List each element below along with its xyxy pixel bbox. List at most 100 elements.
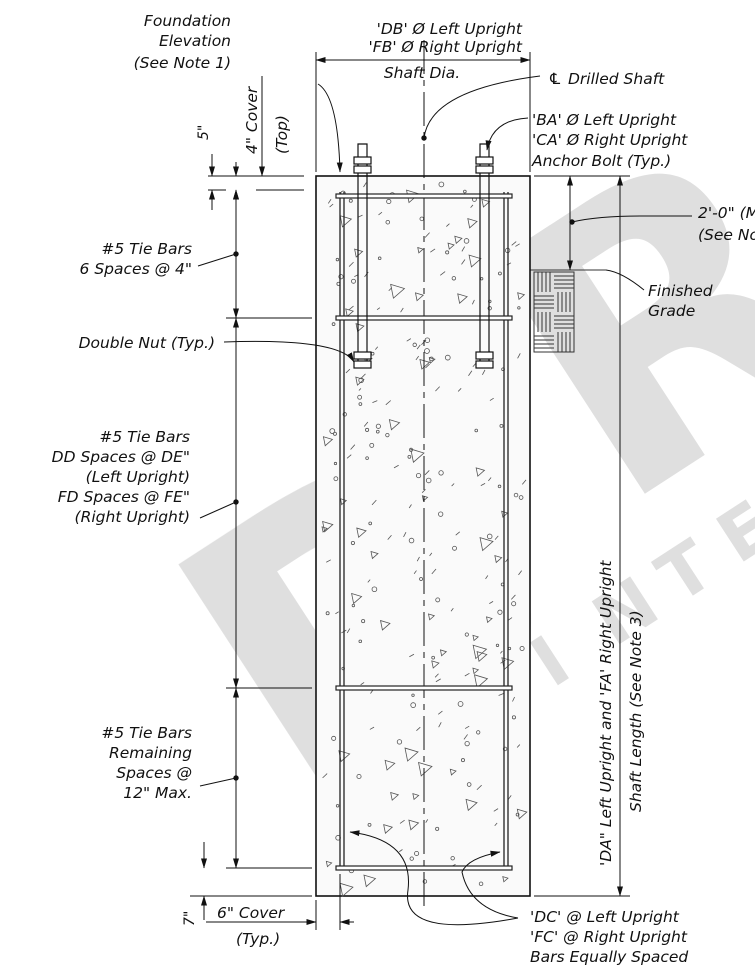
aggregate-speck <box>350 540 355 546</box>
aggregate-speck <box>400 307 404 313</box>
leader-lines <box>197 75 692 926</box>
aggregate-speck <box>472 644 488 660</box>
aggregate-speck <box>515 812 520 817</box>
shaft-length-line: 'DA" Left Upright and 'FA' Right Upright <box>597 560 615 866</box>
aggregate-speck <box>431 568 437 575</box>
aggregate-speck <box>451 483 455 487</box>
aggregate-speck <box>460 758 465 763</box>
aggregate-speck <box>475 467 486 477</box>
aggregate-speck <box>472 667 480 675</box>
aggregate-speck <box>332 431 337 436</box>
aggregate-speck <box>369 726 375 730</box>
annotations: Foundation Elevation (See Note 1) 'DB' Ø… <box>52 12 755 966</box>
vertical-rebar <box>339 192 509 870</box>
aggregate-speck <box>355 323 365 333</box>
aggregate-speck <box>383 824 394 834</box>
seven-inch-dim: 7" <box>182 911 198 926</box>
anchor-bolt-line: 'BA' Ø Left Upright <box>532 111 677 129</box>
aggregate-speck <box>517 353 521 359</box>
aggregate-speck <box>386 198 392 205</box>
aggregate-speck <box>350 444 356 450</box>
aggregate-speck <box>325 860 333 868</box>
aggregate-speck <box>476 730 481 735</box>
tie-bar <box>335 193 513 199</box>
aggregate-speck <box>455 531 461 536</box>
aggregate-speck <box>377 256 382 261</box>
aggregate-speck <box>487 306 492 311</box>
shaft-length-line: Shaft Length (See Note 3) <box>627 610 645 812</box>
aggregate-speck <box>351 278 356 284</box>
aggregate-speck <box>372 400 378 403</box>
aggregate-speck <box>385 400 392 406</box>
aggregate-speck <box>473 674 489 689</box>
aggregate-speck <box>435 678 441 683</box>
aggregate-speck <box>463 734 468 740</box>
drilled-shaft-label: Drilled Shaft <box>568 70 665 88</box>
aggregate-speck <box>327 198 332 204</box>
aggregate-speck <box>489 601 494 604</box>
aggregate-speck <box>365 456 369 460</box>
aggregate-speck <box>439 649 448 657</box>
aggregate-speck <box>363 421 369 427</box>
aggregate-speck <box>369 442 375 448</box>
aggregate-speck <box>427 613 436 621</box>
aggregate-speck <box>517 292 526 301</box>
cover-side-line: (Typ.) <box>236 930 280 948</box>
aggregate-speck <box>488 477 492 482</box>
aggregate-speck <box>408 537 415 544</box>
aggregate-speck <box>414 850 420 856</box>
aggregate-speck <box>457 701 464 707</box>
aggregate-speck <box>368 521 373 526</box>
anchor-bolt-line: 'CA' Ø Right Upright <box>532 131 688 149</box>
aggregate-speck <box>335 804 340 808</box>
aggregate-speck <box>348 305 354 311</box>
aggregate-speck <box>421 495 429 502</box>
aggregate-speck <box>410 702 416 708</box>
aggregate-speck <box>396 739 403 745</box>
anchor-bolt-line: Anchor Bolt (Typ.) <box>531 152 671 170</box>
aggregate-speck <box>511 594 516 600</box>
aggregate-speck <box>457 293 468 304</box>
tie-mid-line: #5 Tie Bars <box>99 428 190 446</box>
aggregate-speck <box>481 198 491 208</box>
aggregate-speck <box>413 570 417 575</box>
aggregate-speck <box>412 793 420 801</box>
aggregate-speck <box>406 338 412 342</box>
double-nut-label: Double Nut (Typ.) <box>79 334 215 352</box>
aggregate-speck <box>325 611 330 616</box>
aggregate-speck <box>435 826 440 831</box>
aggregate-speck <box>326 559 331 563</box>
aggregate-speck <box>415 472 422 479</box>
aggregate-speck <box>518 495 524 500</box>
tie-bar <box>335 315 513 321</box>
aggregate-speck <box>375 423 381 429</box>
tie-mid-line: (Right Upright) <box>75 508 190 526</box>
aggregate-speck <box>499 423 504 428</box>
aggregate-speck <box>375 346 379 350</box>
aggregate-speck <box>358 388 362 391</box>
aggregate-speck <box>446 223 450 227</box>
aggregate-speck <box>338 274 344 280</box>
tie-bot-line: 12" Max. <box>123 784 192 802</box>
aggregate-speck <box>476 784 482 791</box>
anchor-bolt-left <box>353 143 372 369</box>
aggregate-speck <box>388 419 401 431</box>
tie-bot-line: #5 Tie Bars <box>101 724 192 742</box>
aggregate-speck <box>498 693 504 696</box>
aggregate-speck <box>424 348 430 354</box>
aggregate-speck <box>517 306 521 310</box>
aggregate-speck <box>450 607 454 612</box>
aggregate-speck <box>425 477 432 484</box>
aggregate-speck <box>333 461 338 466</box>
aggregate-speck <box>346 454 352 459</box>
aggregate-speck <box>398 849 403 853</box>
aggregate-speck <box>342 412 347 417</box>
centerline-symbol: ℄ <box>548 70 562 88</box>
aggregate-speck <box>363 874 377 888</box>
aggregate-speck <box>412 342 417 347</box>
aggregate-speck <box>464 741 470 747</box>
aggregate-speck <box>335 257 340 262</box>
aggregate-speck <box>468 254 482 268</box>
aggregate-speck <box>431 655 435 660</box>
